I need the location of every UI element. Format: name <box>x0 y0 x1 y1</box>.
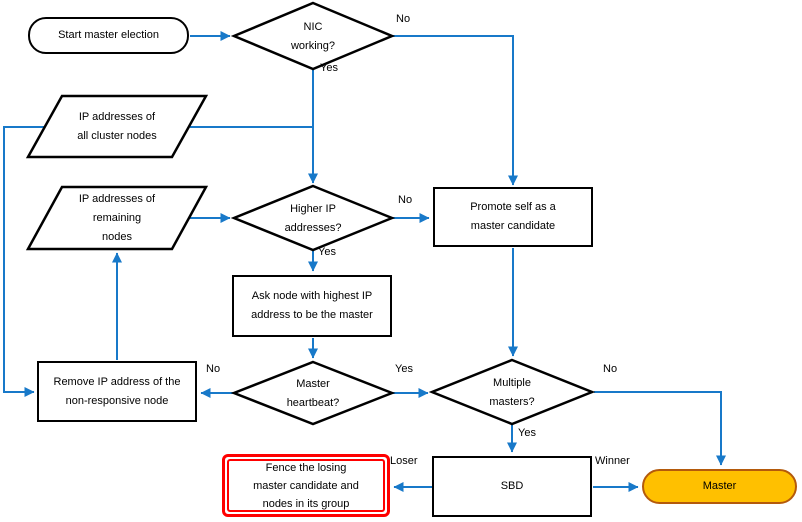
edge-label-higher-ip-yes: Yes <box>318 246 336 258</box>
remove-ip-label: Remove IP address of the <box>53 375 181 388</box>
ask-node-label: Ask node with highest IP <box>251 290 373 302</box>
higher-ip-decision-shape <box>230 184 396 252</box>
higher-ip-label: Higher IP addresses? <box>284 203 342 234</box>
master-heartbeat-decision-shape <box>230 360 396 426</box>
fence-label: Fence the losing <box>265 461 347 474</box>
ip-all-nodes-label: IP addresses of all cluster nodes <box>77 111 157 142</box>
ip-all-nodes-data-shape <box>25 94 209 159</box>
edge-label-multiple-yes: Yes <box>518 427 536 439</box>
edge-label-multiple-no: No <box>603 363 618 375</box>
master-heartbeat-label: Master heartbeat? <box>286 378 340 409</box>
start-label: Start master election <box>58 29 159 41</box>
ask-node-box: Ask node with highest IP address to be t… <box>232 275 392 337</box>
nic-working-decision-shape <box>230 1 396 71</box>
ask-node-label: address to be the master <box>251 309 373 321</box>
edge-label-nic-yes: Yes <box>320 62 338 74</box>
edge-label-nic-no: No <box>396 13 411 25</box>
remove-ip-box: Remove IP address of the non-responsive … <box>37 361 197 422</box>
multiple-masters-decision-shape <box>428 358 596 426</box>
connector-multiple-no-to-master <box>594 391 726 466</box>
master-label: Master <box>702 480 737 492</box>
promote-self-label: master candidate <box>470 220 556 232</box>
connector-nic-no-to-promote <box>393 35 518 186</box>
master-node: Master <box>642 469 797 504</box>
sbd-label: SBD <box>500 480 524 492</box>
multiple-masters-label: Multiple masters? <box>489 377 535 408</box>
edge-label-winner: Winner <box>595 455 630 467</box>
fence-label: master candidate and <box>253 479 359 492</box>
ip-remaining-nodes-label: IP addresses of remaining nodes <box>78 193 156 243</box>
ip-remaining-nodes-data-shape <box>25 185 209 251</box>
fence-label: nodes in its group <box>262 497 350 510</box>
start-node: Start master election <box>28 17 189 54</box>
connector-ip-all-to-remove <box>3 126 45 397</box>
fence-losing-candidate-inner: Fence the losing master candidate and no… <box>227 459 385 512</box>
nic-working-label: NIC working? <box>290 21 336 52</box>
fence-losing-candidate-box: Fence the losing master candidate and no… <box>222 454 390 517</box>
edge-label-heartbeat-no: No <box>206 363 221 375</box>
sbd-box: SBD <box>432 456 592 517</box>
edge-label-loser: Loser <box>390 455 418 467</box>
remove-ip-label: non-responsive node <box>65 394 169 407</box>
promote-self-box: Promote self as a master candidate <box>433 187 593 247</box>
promote-self-label: Promote self as a <box>470 201 556 213</box>
edge-label-heartbeat-yes: Yes <box>395 363 413 375</box>
edge-label-higher-ip-no: No <box>398 194 413 206</box>
